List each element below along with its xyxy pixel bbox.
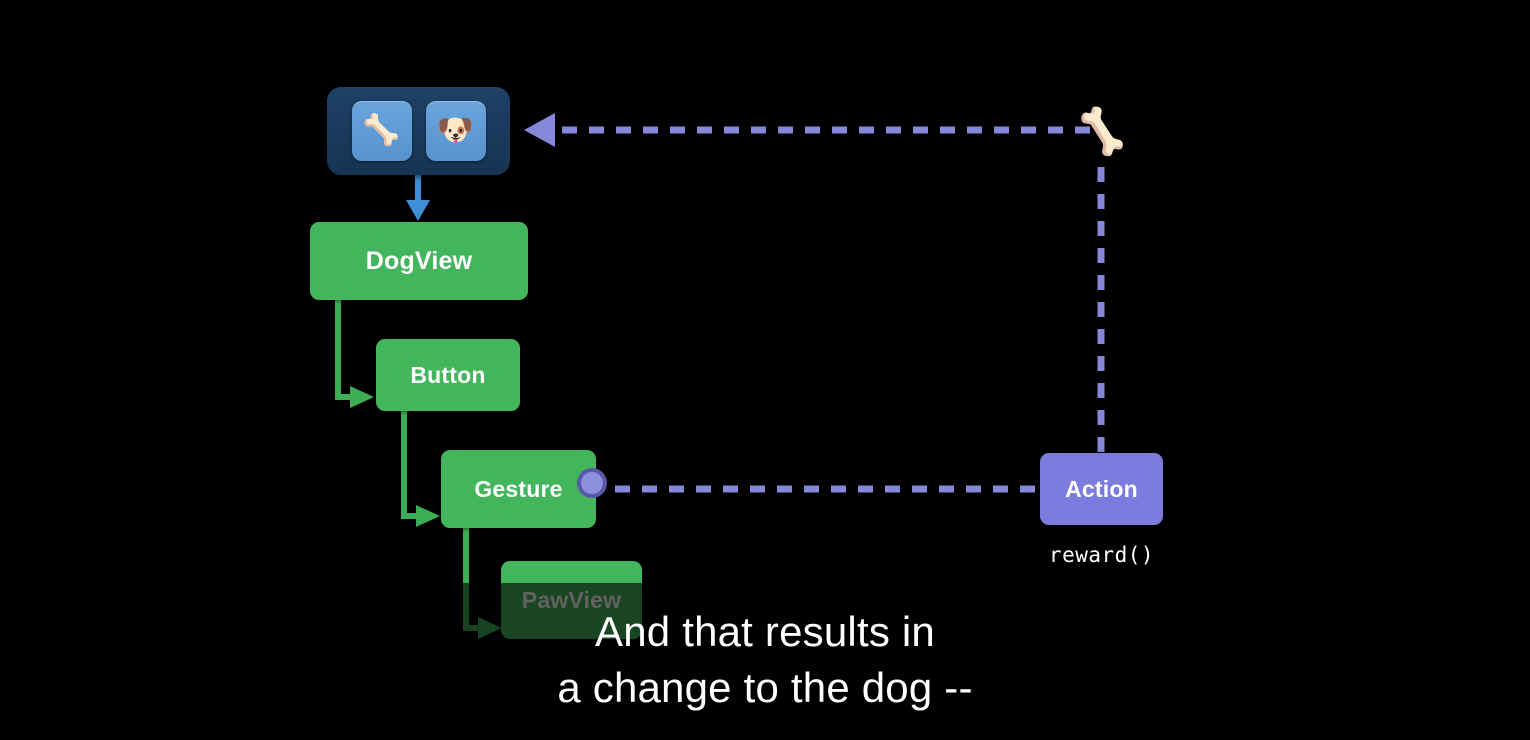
- node-gesture[interactable]: Gesture: [441, 450, 596, 528]
- connector-dogview-to-button: [335, 300, 374, 408]
- dog-face-icon: 🐶: [436, 114, 475, 147]
- connector-button-to-gesture: [401, 411, 440, 527]
- node-action-label: Action: [1065, 475, 1138, 502]
- connection-handle-icon[interactable]: [577, 468, 607, 498]
- connector-toolbar-to-dogview: [406, 175, 430, 221]
- dog-button[interactable]: 🐶: [425, 101, 486, 161]
- bone-icon: 🦴: [362, 114, 401, 147]
- node-dogview[interactable]: DogView: [310, 222, 528, 300]
- node-action[interactable]: Action: [1040, 453, 1163, 525]
- node-button[interactable]: Button: [376, 339, 520, 411]
- bone-icon: 🦴: [1071, 103, 1133, 160]
- action-method-label: reward(): [1048, 543, 1155, 567]
- bone-button[interactable]: 🦴: [351, 101, 412, 161]
- caption-line-2: a change to the dog --: [557, 664, 973, 711]
- node-gesture-label: Gesture: [474, 475, 563, 502]
- caption-text: And that results in a change to the dog …: [0, 604, 1530, 716]
- caption-line-1: And that results in: [595, 608, 935, 655]
- connector-bone-to-toolbar: [524, 113, 1090, 147]
- node-dogview-label: DogView: [365, 246, 473, 275]
- node-button-label: Button: [410, 361, 486, 388]
- dim-overlay: [0, 583, 1530, 740]
- dog-app-toolbar[interactable]: 🦴 🐶: [327, 87, 510, 175]
